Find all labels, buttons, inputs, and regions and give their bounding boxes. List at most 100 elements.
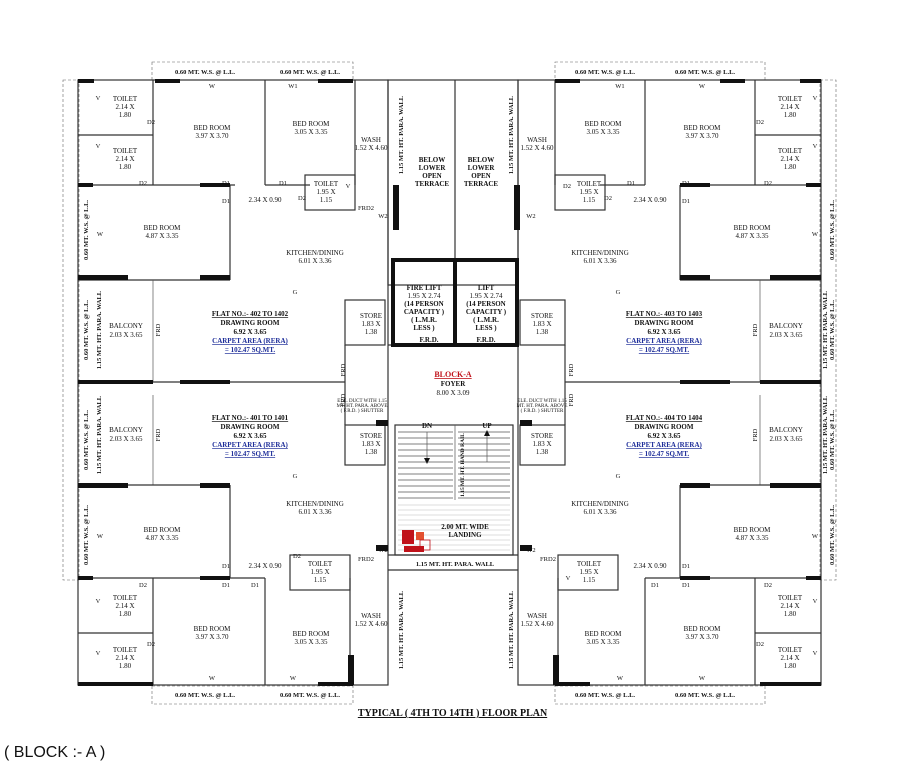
svg-text:LOWER: LOWER bbox=[419, 164, 447, 172]
svg-text:1.15: 1.15 bbox=[320, 196, 333, 204]
toilet: TOILET 1.95 X 1.15 bbox=[577, 180, 602, 204]
svg-text:1.80: 1.80 bbox=[784, 662, 797, 670]
svg-text:(14 PERSON: (14 PERSON bbox=[466, 300, 505, 308]
svg-text:FRD2: FRD2 bbox=[540, 556, 556, 563]
lift: LIFT 1.95 X 2.74 (14 PERSON CAPACITY ) (… bbox=[466, 284, 507, 344]
balcony: BALCONY 2.03 X 3.65 bbox=[769, 322, 803, 339]
svg-text:TOILET: TOILET bbox=[113, 147, 138, 155]
window-strip-label: 0.60 MT. W.S. @ L.L. bbox=[829, 410, 836, 470]
svg-text:BED ROOM: BED ROOM bbox=[144, 224, 182, 232]
svg-text:G: G bbox=[293, 473, 298, 480]
svg-text:FLAT NO.:- 403 TO 1403: FLAT NO.:- 403 TO 1403 bbox=[626, 310, 703, 318]
wash: WASH 1.52 X 4.60 bbox=[520, 612, 554, 628]
svg-text:2.14 X: 2.14 X bbox=[115, 654, 134, 662]
svg-text:STORE: STORE bbox=[531, 432, 553, 440]
bed-room: BED ROOM 4.87 X 3.35 bbox=[144, 224, 182, 240]
svg-text:D1: D1 bbox=[682, 582, 690, 589]
svg-text:TOILET: TOILET bbox=[308, 560, 333, 568]
svg-text:TOILET: TOILET bbox=[113, 646, 138, 654]
core-structure bbox=[344, 80, 566, 571]
svg-text:W2: W2 bbox=[378, 213, 387, 220]
svg-text:MT. HT. PARA. ABOVE: MT. HT. PARA. ABOVE bbox=[337, 404, 388, 409]
window-strip-label: 0.60 MT. W.S. @ L.L. bbox=[83, 200, 90, 260]
svg-text:D1: D1 bbox=[682, 180, 690, 187]
svg-text:4.87 X 3.35: 4.87 X 3.35 bbox=[735, 232, 769, 240]
para-wall-label: 1.15 MT. HT. PARA. WALL bbox=[398, 95, 405, 174]
svg-text:D2: D2 bbox=[756, 641, 764, 648]
svg-text:KITCHEN/DINING: KITCHEN/DINING bbox=[571, 249, 629, 257]
bed-room: BED ROOM 3.05 X 3.35 bbox=[585, 630, 623, 646]
svg-text:2.14 X: 2.14 X bbox=[115, 155, 134, 163]
svg-text:CAPACITY ): CAPACITY ) bbox=[404, 308, 445, 316]
ele-duct-left: ELE. DUCT WITH 1.15 MT. HT. PARA. ABOVE … bbox=[337, 399, 388, 414]
svg-text:MT. HT. PARA. ABOVE: MT. HT. PARA. ABOVE bbox=[517, 404, 568, 409]
stair-arrows bbox=[424, 430, 490, 464]
store-room: STORE 1.83 X 1.38 bbox=[531, 432, 553, 456]
svg-text:4.87 X 3.35: 4.87 X 3.35 bbox=[145, 534, 179, 542]
svg-text:OPEN: OPEN bbox=[422, 172, 441, 180]
svg-text:FRD: FRD bbox=[155, 323, 162, 336]
foyer-name: FOYER bbox=[441, 380, 466, 388]
svg-text:W: W bbox=[617, 675, 624, 682]
window-strip-label: 0.60 MT. W.S. @ L.L. bbox=[175, 692, 235, 699]
window-strip-label: 0.60 MT. W.S. @ L.L. bbox=[575, 69, 635, 76]
window-strip-outline-top-left bbox=[151, 61, 354, 81]
svg-text:V: V bbox=[96, 598, 101, 605]
svg-text:2.03 X 3.65: 2.03 X 3.65 bbox=[109, 435, 143, 443]
plan-title: TYPICAL ( 4TH TO 14TH ) FLOOR PLAN bbox=[357, 708, 548, 719]
svg-text:TOILET: TOILET bbox=[314, 180, 339, 188]
bed-room: BED ROOM 3.97 X 3.70 bbox=[684, 625, 722, 641]
para-wall-label: 1.15 MT. HT. PARA. WALL bbox=[96, 290, 103, 369]
svg-text:D1: D1 bbox=[251, 582, 259, 589]
svg-text:W: W bbox=[209, 675, 216, 682]
svg-text:= 102.47 SQ.MT.: = 102.47 SQ.MT. bbox=[225, 346, 276, 354]
door-tags: W W1 V V D2 D2 D1 D1 D1 D2 V FRD2 W2 W G… bbox=[96, 83, 819, 682]
svg-text:W2: W2 bbox=[378, 547, 387, 554]
landing-label: 2.00 MT. WIDE bbox=[441, 523, 489, 531]
svg-text:1.80: 1.80 bbox=[119, 111, 132, 119]
window-strip-label: 0.60 MT. W.S. @ L.L. bbox=[280, 692, 340, 699]
flat-info-bottom-right: FLAT NO.:- 404 TO 1404 DRAWING ROOM 6.92… bbox=[626, 414, 703, 458]
svg-text:D1: D1 bbox=[651, 582, 659, 589]
bed-room: BED ROOM 4.87 X 3.35 bbox=[734, 526, 772, 542]
toilet: TOILET 2.14 X 1.80 bbox=[778, 95, 803, 119]
svg-text:TOILET: TOILET bbox=[778, 594, 803, 602]
svg-text:LESS ): LESS ) bbox=[475, 324, 497, 332]
svg-text:2.14 X: 2.14 X bbox=[115, 602, 134, 610]
window-strip-label: 0.60 MT. W.S. @ L.L. bbox=[829, 200, 836, 260]
svg-text:FRD: FRD bbox=[568, 363, 575, 376]
svg-text:BELOW: BELOW bbox=[419, 156, 445, 164]
svg-text:1.95 X: 1.95 X bbox=[579, 188, 598, 196]
svg-text:W1: W1 bbox=[288, 83, 297, 90]
svg-text:1.95 X 2.74: 1.95 X 2.74 bbox=[407, 292, 441, 300]
toilet: TOILET 2.14 X 1.80 bbox=[113, 646, 138, 670]
svg-text:= 102.47 SQ.MT.: = 102.47 SQ.MT. bbox=[225, 450, 276, 458]
svg-text:1.38: 1.38 bbox=[536, 448, 549, 456]
svg-text:D2: D2 bbox=[764, 180, 772, 187]
wall-fills bbox=[78, 79, 821, 686]
svg-text:D1: D1 bbox=[279, 180, 287, 187]
svg-text:BED ROOM: BED ROOM bbox=[585, 120, 623, 128]
svg-text:TOILET: TOILET bbox=[778, 646, 803, 654]
window-strip-label: 0.60 MT. W.S. @ L.L. bbox=[83, 300, 90, 360]
svg-text:D1: D1 bbox=[222, 563, 230, 570]
toilet: TOILET 1.95 X 1.15 bbox=[577, 560, 602, 584]
svg-text:LESS ): LESS ) bbox=[413, 324, 435, 332]
svg-text:( F.R.D. ) SHUTTER: ( F.R.D. ) SHUTTER bbox=[341, 409, 384, 414]
foyer-dim: 8.00 X 3.09 bbox=[436, 389, 470, 397]
svg-text:W1: W1 bbox=[615, 83, 624, 90]
svg-text:D1: D1 bbox=[627, 180, 635, 187]
svg-text:FLAT NO.:- 401 TO 1401: FLAT NO.:- 401 TO 1401 bbox=[212, 414, 289, 422]
window-strip-label: 0.60 MT. W.S. @ L.L. bbox=[575, 692, 635, 699]
svg-text:FRD2: FRD2 bbox=[358, 205, 374, 212]
store-room: STORE 1.83 X 1.38 bbox=[531, 312, 553, 336]
svg-text:1.83 X: 1.83 X bbox=[532, 320, 551, 328]
svg-text:V: V bbox=[813, 650, 818, 657]
svg-text:1.80: 1.80 bbox=[784, 163, 797, 171]
flat-info-top-left: FLAT NO.:- 402 TO 1402 DRAWING ROOM 6.92… bbox=[212, 310, 289, 354]
block-label: ( BLOCK :- A ) bbox=[4, 744, 106, 761]
svg-text:BED ROOM: BED ROOM bbox=[144, 526, 182, 534]
svg-text:V: V bbox=[813, 95, 818, 102]
toilet: TOILET 2.14 X 1.80 bbox=[113, 594, 138, 618]
